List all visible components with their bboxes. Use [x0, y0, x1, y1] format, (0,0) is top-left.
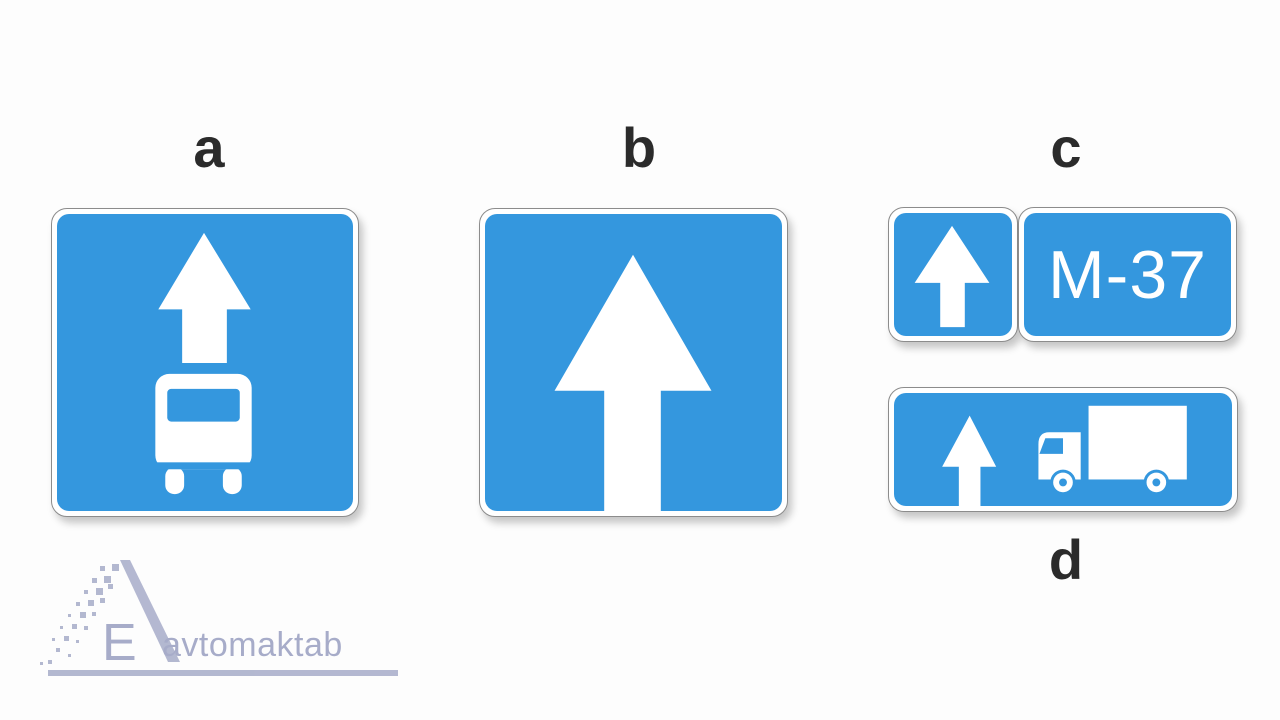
road-number-text: M-37 — [1048, 236, 1207, 313]
sign-d-symbols — [942, 405, 1187, 506]
sign-b-face — [485, 214, 782, 511]
logo-text: avtomaktab — [162, 626, 343, 664]
sign-b-one-way[interactable] — [479, 208, 788, 517]
avtomaktab-logo: E avtomaktab — [30, 550, 410, 690]
sign-c-face — [894, 213, 1012, 336]
sign-d-truck-lane[interactable] — [888, 387, 1238, 512]
sign-c-symbols — [914, 225, 990, 328]
sign-a-bus-lane[interactable] — [51, 208, 359, 517]
sign-b-symbols — [554, 254, 712, 511]
sign-c-road-number[interactable]: M-37 — [1018, 207, 1237, 342]
sign-c-road-face: M-37 — [1024, 213, 1231, 336]
sign-a-symbols — [155, 232, 252, 495]
arrow-up-icon — [942, 415, 997, 506]
sign-d-face — [894, 393, 1232, 506]
truck-icon — [1038, 405, 1187, 496]
option-label-c: c — [1050, 116, 1082, 179]
option-label-a: a — [193, 116, 225, 179]
bus-icon — [155, 373, 252, 495]
sign-a-face — [57, 214, 353, 511]
arrow-up-icon — [554, 254, 712, 511]
arrow-up-icon — [914, 225, 990, 328]
option-label-d: d — [1048, 528, 1084, 591]
option-label-b: b — [621, 116, 657, 179]
sign-c-direction[interactable] — [888, 207, 1018, 342]
logo-letter: E — [102, 614, 137, 672]
arrow-up-icon — [158, 232, 251, 363]
logo-house-icon: E — [40, 560, 398, 676]
